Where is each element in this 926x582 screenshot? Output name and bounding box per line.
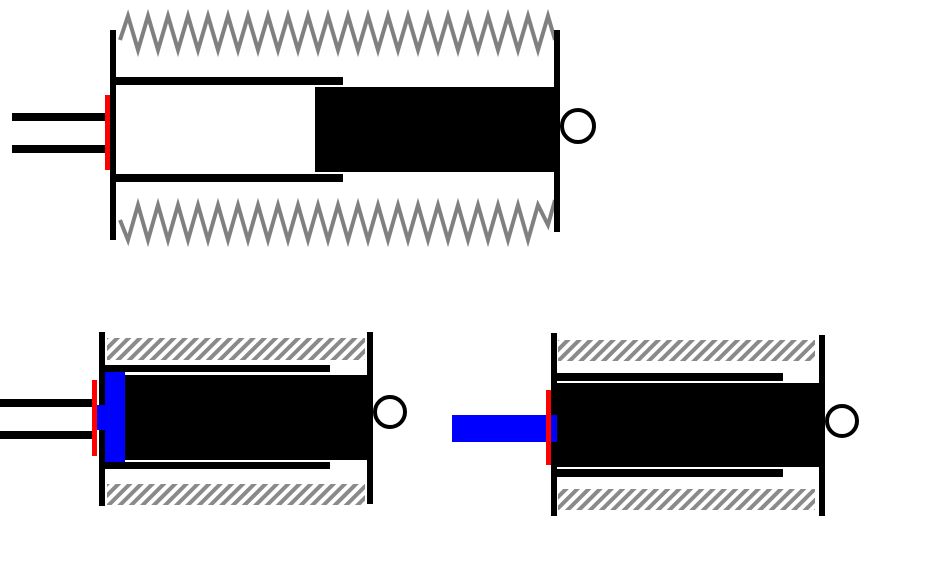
top-hatch-spring (107, 338, 365, 360)
ring-eye (825, 404, 859, 438)
red-seal (105, 95, 110, 170)
bottom-spring (118, 197, 557, 248)
red-seal (92, 380, 97, 456)
upper-rail (555, 373, 783, 381)
lower-rail (105, 462, 330, 469)
top-hatch-spring (558, 340, 815, 361)
lower-rail (555, 469, 783, 477)
ring-eye (560, 108, 596, 144)
piston-block (555, 383, 825, 467)
piston-block (120, 375, 372, 460)
panel-pushed (452, 333, 859, 516)
top-spring (118, 8, 557, 58)
panel-extended (12, 8, 596, 248)
piston-block (315, 87, 560, 172)
panel-compressed (0, 332, 407, 506)
lower-rod (12, 145, 108, 153)
lower-rod (0, 431, 92, 439)
lower-rail (113, 174, 343, 182)
upper-rod (0, 399, 92, 407)
blue-plunger (105, 372, 125, 462)
left-end-plate (110, 30, 116, 240)
blue-plunger-nub (96, 405, 106, 430)
bottom-hatch-spring (558, 489, 815, 510)
blue-push-rod (452, 415, 557, 442)
upper-rail (105, 365, 330, 372)
ring-eye (373, 395, 407, 429)
red-seal (546, 390, 551, 465)
bottom-hatch-spring (107, 484, 365, 505)
upper-rail (113, 77, 343, 85)
upper-rod (12, 113, 108, 121)
